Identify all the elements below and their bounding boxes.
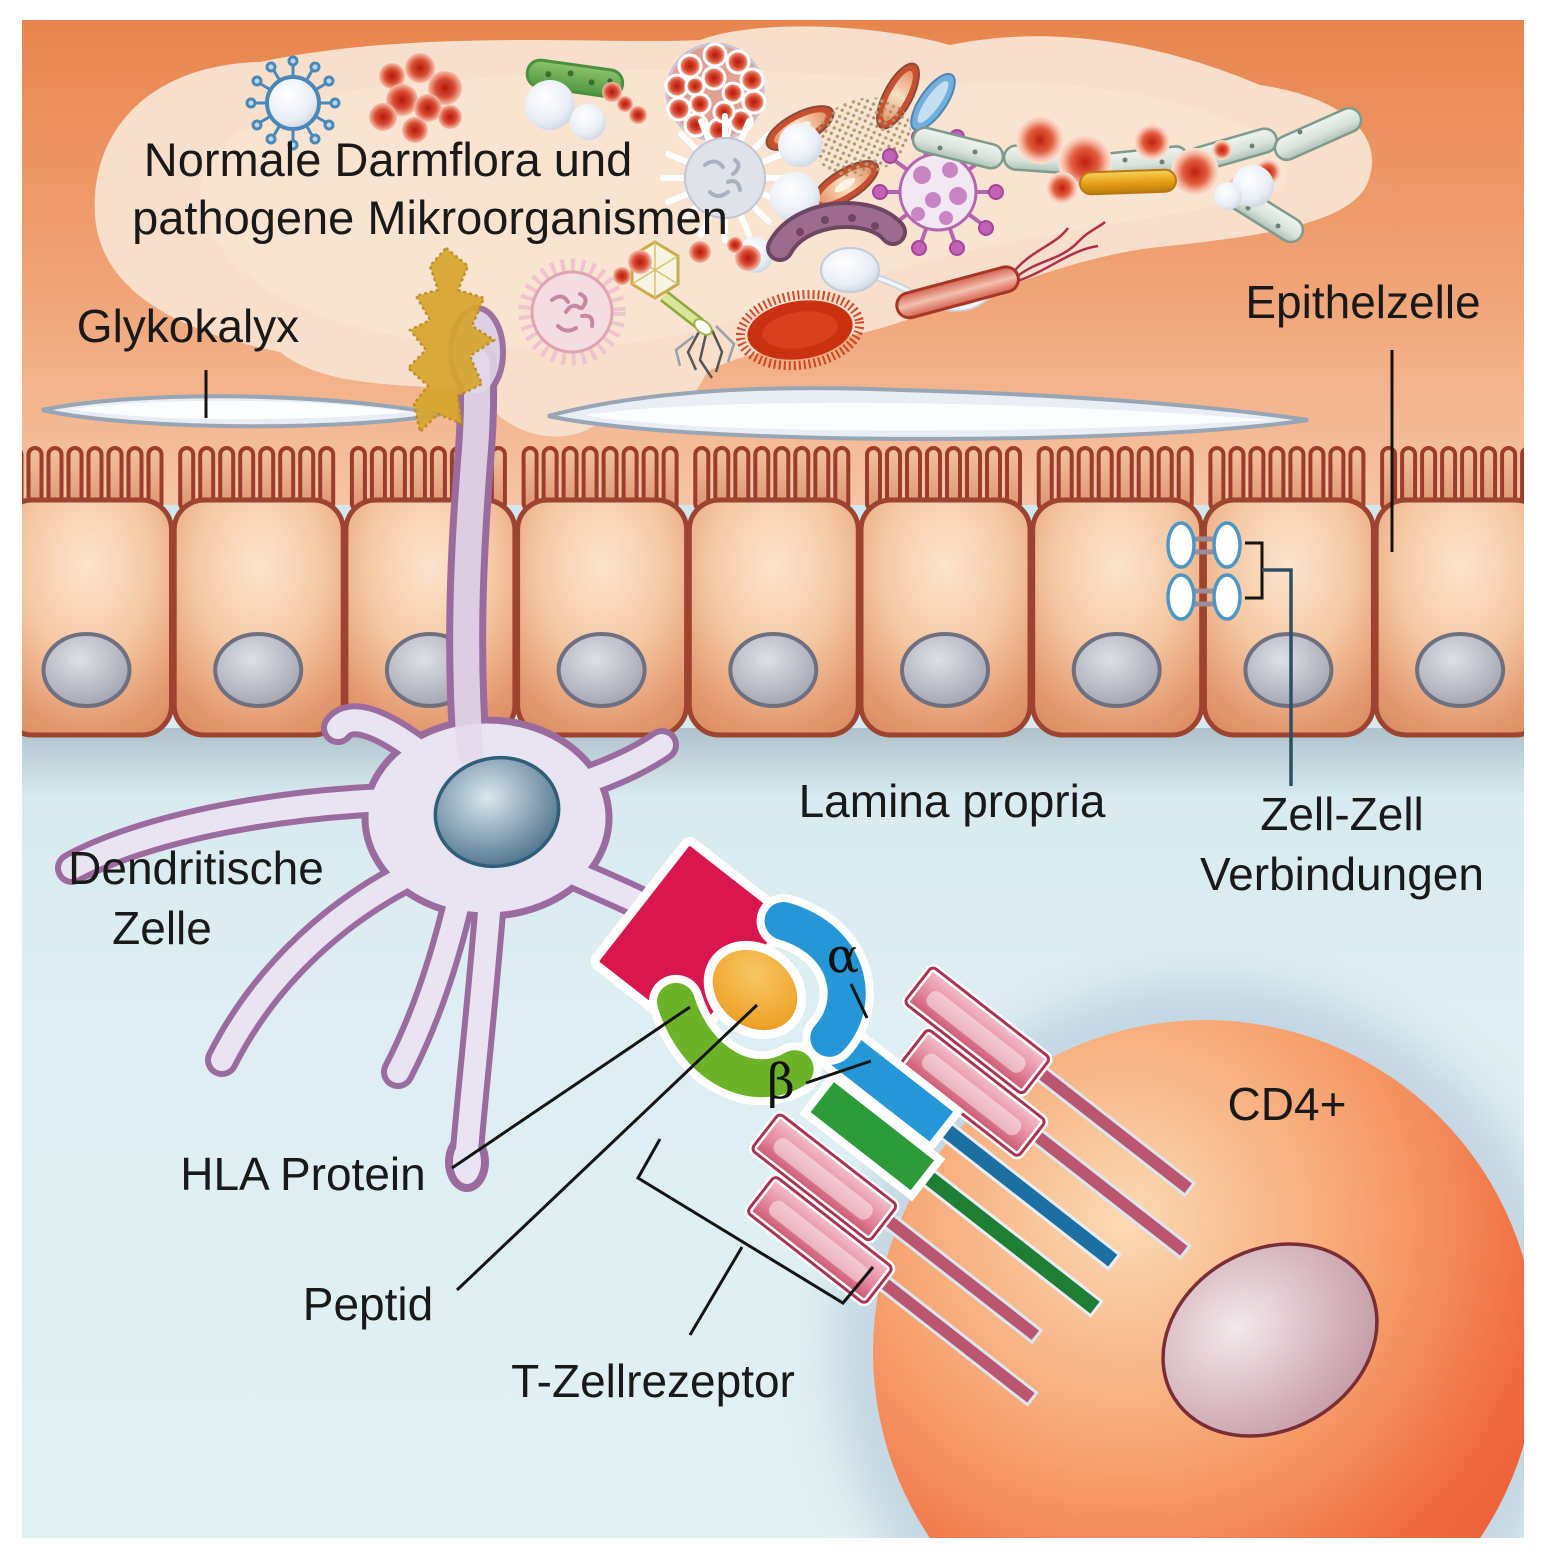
pollen-cell-icon: [518, 258, 626, 366]
lamina-propria-label: Lamina propria: [799, 775, 1106, 827]
cd4-nucleus: [1161, 1242, 1379, 1438]
dendritic-cell-nucleus: [433, 755, 561, 869]
hla-pointer: [451, 1005, 691, 1170]
yeast-spheres-icon: [1214, 165, 1274, 210]
spermlike-microbe-icon: [820, 247, 1003, 312]
cell-cell-junction: [1166, 521, 1293, 786]
spiky-virus-icon: [245, 55, 341, 151]
epithelial-cell-row: [3, 448, 1546, 735]
tcr-complex: [590, 837, 1197, 1407]
bacteriophage-icon: [613, 237, 761, 379]
fuzzy-colony-icon: [735, 289, 865, 371]
yeast-spheres-icon: [525, 80, 647, 140]
crescent-bacterium-icon: [766, 201, 907, 262]
alpha-chain-label: α: [827, 928, 859, 984]
alpha-pointer: [849, 983, 869, 1019]
flagellated-rod-icon: [895, 221, 1106, 320]
gold-rod-icon: [1079, 168, 1177, 196]
title-line1: Normale Darmflora und: [144, 133, 632, 186]
beta-chain-label: β: [767, 1054, 795, 1110]
hla-protein-label: HLA Protein: [180, 1148, 425, 1200]
dendritische-label-line1: Dendritische: [68, 842, 324, 894]
tcr-bracket: [635, 1138, 875, 1336]
peptid-label: Peptid: [303, 1278, 433, 1330]
dendritische-label-line2: Zelle: [112, 902, 212, 954]
epithelium-shadow: [22, 728, 1524, 798]
alpha-chain-hook: [764, 901, 866, 1057]
t-zellrezeptor-label: T-Zellrezeptor: [511, 1355, 795, 1407]
zell-zell-label-line1: Zell-Zell: [1260, 788, 1424, 840]
glykokalyx-label: Glykokalyx: [77, 300, 299, 352]
beta-chain-segment: [799, 1070, 946, 1202]
cocci-cluster-icon: [369, 53, 462, 143]
cd4-label: CD4+: [1228, 1078, 1347, 1130]
co-receptor-tails: [875, 1064, 1197, 1407]
peptid-pointer: [455, 1003, 759, 1292]
beta-chain-hook: [656, 982, 814, 1098]
epithelzelle-label: Epithelzelle: [1245, 276, 1480, 328]
microorganisms: [245, 42, 1363, 379]
leader-lines: [204, 350, 1394, 1336]
zell-zell-label-line2: Verbindungen: [1200, 848, 1484, 900]
title-line2: pathogene Mikroorganismen: [132, 191, 728, 244]
berry-cocci-cluster-icon: [664, 42, 767, 143]
beta-pointer: [805, 1059, 872, 1085]
peptide-shape: [703, 940, 807, 1040]
gold-antigen: [406, 246, 497, 435]
